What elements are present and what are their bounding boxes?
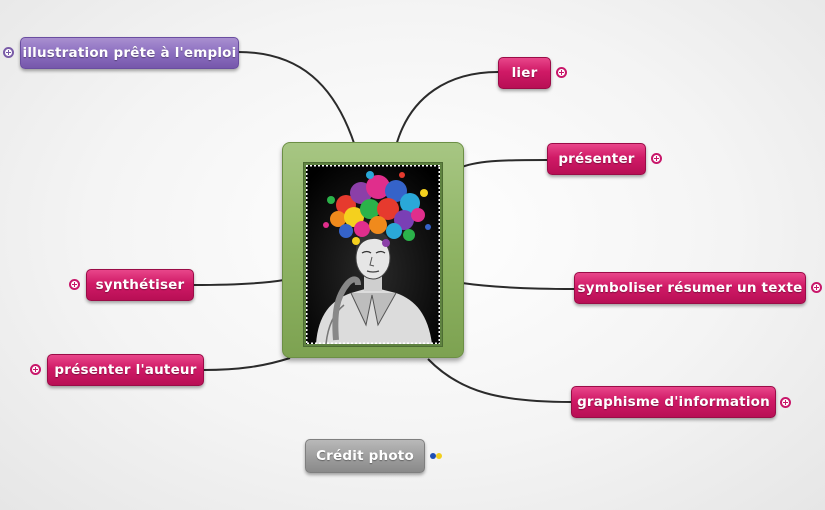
node-presenter-auteur-label: présenter l'auteur: [54, 362, 197, 378]
note-dots-icon[interactable]: [430, 452, 444, 460]
node-symboliser[interactable]: symboliser résumer un texte: [574, 272, 806, 304]
connector-synthetiser: [192, 279, 285, 286]
connector-graphisme: [427, 358, 572, 403]
expand-plus-icon[interactable]: [651, 153, 662, 164]
connector-lier: [395, 71, 499, 147]
connector-presenter-auteur: [202, 357, 291, 371]
expand-plus-icon[interactable]: [69, 279, 80, 290]
node-illustration-label: illustration prête à l'emploi: [22, 45, 237, 61]
central-image-frame: [303, 162, 443, 347]
node-synthetiser-label: synthétiser: [95, 277, 185, 293]
node-credit-photo-label: Crédit photo: [316, 448, 414, 464]
portrait-illustration-icon: [306, 165, 440, 344]
node-symboliser-label: symboliser résumer un texte: [577, 280, 803, 296]
expand-plus-icon[interactable]: [811, 282, 822, 293]
node-lier[interactable]: lier: [498, 57, 551, 89]
expand-plus-icon[interactable]: [780, 397, 791, 408]
node-graphisme[interactable]: graphisme d'information: [571, 386, 776, 418]
node-credit-photo[interactable]: Crédit photo: [305, 439, 425, 473]
connector-presenter: [461, 159, 548, 168]
connector-symboliser: [461, 282, 575, 290]
node-presenter-auteur[interactable]: présenter l'auteur: [47, 354, 204, 386]
expand-plus-icon[interactable]: [3, 47, 14, 58]
central-node[interactable]: [282, 142, 464, 358]
node-presenter-label: présenter: [558, 151, 635, 167]
node-lier-label: lier: [511, 65, 538, 81]
expand-plus-icon[interactable]: [556, 67, 567, 78]
node-presenter[interactable]: présenter: [547, 143, 646, 175]
expand-plus-icon[interactable]: [30, 364, 41, 375]
node-graphisme-label: graphisme d'information: [577, 394, 770, 410]
connector-illustration: [237, 51, 356, 147]
node-synthetiser[interactable]: synthétiser: [86, 269, 194, 301]
node-illustration[interactable]: illustration prête à l'emploi: [20, 37, 239, 69]
